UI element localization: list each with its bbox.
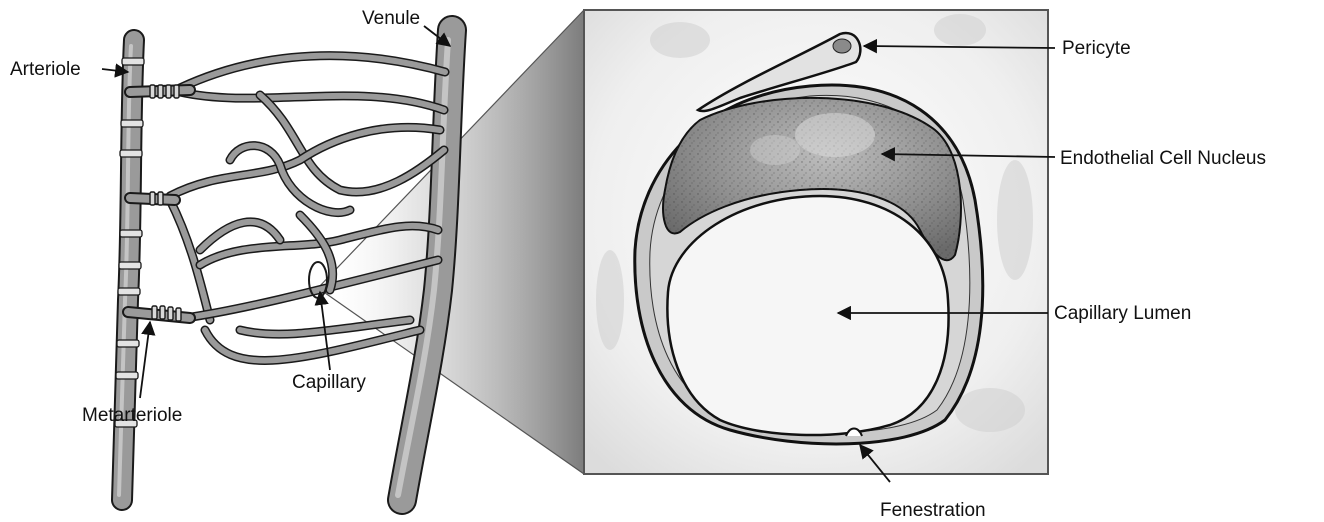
- label-arteriole: Arteriole: [10, 59, 81, 80]
- label-endothelial-cell-nucleus: Endothelial Cell Nucleus: [1060, 148, 1266, 169]
- capillary-lumen: [667, 196, 948, 435]
- capillary-cross-section-inset: [584, 10, 1048, 474]
- arteriole-vessel: [119, 40, 134, 500]
- label-capillary-lumen: Capillary Lumen: [1054, 303, 1191, 324]
- capillary-bed: [115, 30, 452, 500]
- metarteriole-arrow: [140, 322, 150, 398]
- label-venule: Venule: [362, 8, 420, 29]
- label-fenestration: Fenestration: [880, 500, 986, 521]
- label-capillary: Capillary: [292, 372, 366, 393]
- label-pericyte: Pericyte: [1062, 38, 1131, 59]
- label-metarteriole: Metarteriole: [82, 405, 182, 426]
